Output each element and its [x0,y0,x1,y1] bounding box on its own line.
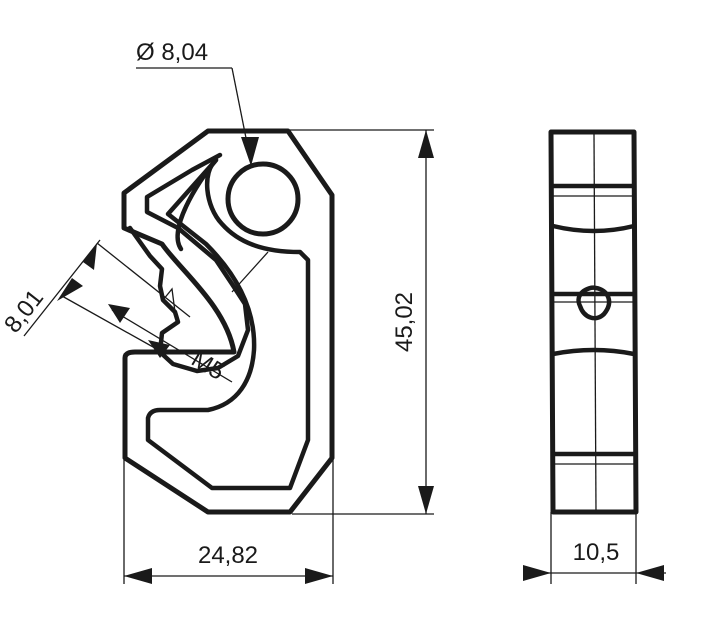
height-arrow-top [418,130,434,158]
slot-arrow-lower [57,278,83,301]
thickness-arrow-right [636,565,664,581]
thread-arrow-1 [108,304,130,323]
thickness-arrow-left [523,565,551,581]
height-arrow-bottom [418,486,434,514]
side-groove-6 [550,347,637,357]
side-hole [576,285,612,321]
side-view [548,129,639,515]
hook-rim [145,157,311,491]
part-outer-contour [121,128,335,515]
slot-width-label: 8,01 [0,285,49,338]
thread-leader [111,309,233,383]
height-label: 45,02 [391,292,418,352]
mounting-hole [225,161,301,237]
side-groove-3 [550,223,637,234]
part-inner-contour [127,152,251,374]
diameter-label: Ø 8,04 [136,39,208,66]
diameter-arrow [241,137,259,166]
hook-groove [175,157,219,252]
hook-centerline [231,251,269,293]
width-arrow-left [124,568,152,584]
width-label: 24,82 [198,542,258,569]
side-outline [548,129,639,515]
thickness-label: 10,5 [573,539,620,566]
slot-ext-upper [96,242,191,318]
slot-ext-lower [61,295,163,353]
slot-arrow-upper [83,243,97,270]
thread-arrow-2 [148,340,170,358]
width-arrow-right [305,568,333,584]
side-centerline [593,133,597,513]
front-view [121,128,335,515]
dimension-lines [23,67,666,584]
slot-dim-line [23,239,101,337]
